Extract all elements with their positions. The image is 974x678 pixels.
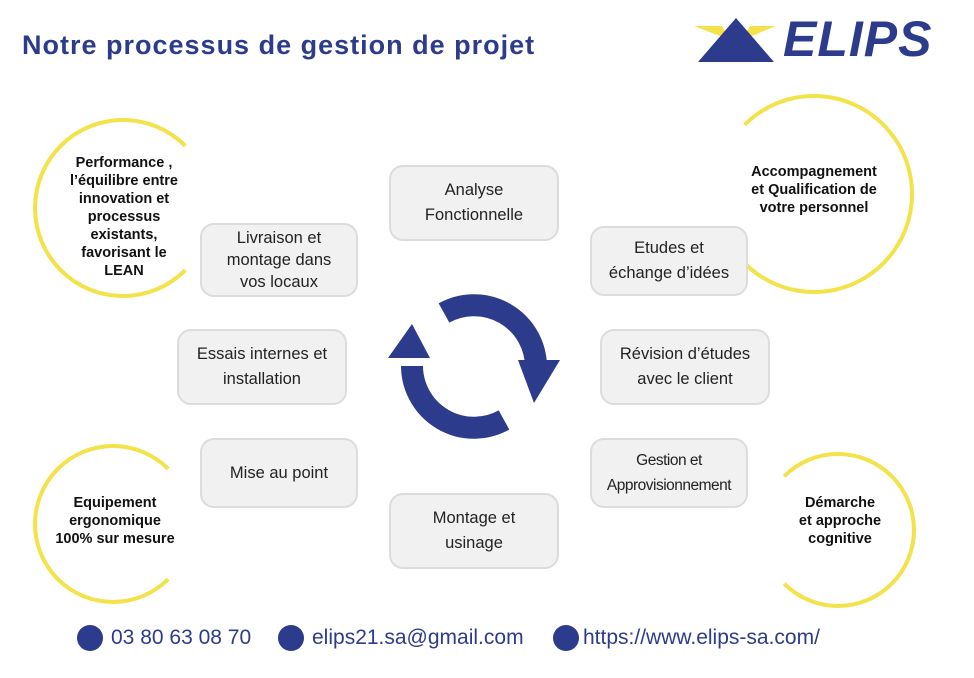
phone-text: 03 80 63 08 70 (111, 626, 252, 649)
step-montage: Montage et usinage (389, 493, 559, 569)
website-text: https://www.elips-sa.com/ (583, 626, 820, 649)
elips-logo-icon (694, 18, 776, 62)
note-circle-top-right (714, 94, 914, 294)
note-circle-bottom-left (33, 444, 193, 604)
phone-icon (77, 625, 103, 651)
page-title: Notre processus de gestion de projet (22, 30, 536, 60)
step-essais: Essais internes et installation (177, 329, 347, 405)
step-etudes: Etudes et échange d’idées (590, 226, 748, 296)
cycle-arrows-icon (388, 294, 560, 439)
step-mise-au-point: Mise au point (200, 438, 358, 508)
step-analyse: Analyse Fonctionnelle (389, 165, 559, 241)
globe-icon (553, 625, 579, 651)
logo-text: ELIPS (783, 11, 933, 67)
step-livraison: Livraison et montage dans vos locaux (200, 223, 358, 297)
email-icon (278, 625, 304, 651)
note-accompagnement: Accompagnement et Qualification de votre… (751, 164, 877, 216)
note-performance: Performance , l’équilibre entre innovati… (70, 155, 178, 279)
footer-phone[interactable]: 03 80 63 08 70 (77, 625, 251, 651)
footer-website[interactable]: https://www.elips-sa.com/ (553, 625, 820, 651)
step-gestion: Gestion et Approvisionnement (590, 438, 748, 508)
note-circle-bottom-right (760, 452, 916, 608)
note-demarche: Démarche et approche cognitive (798, 495, 882, 547)
email-text: elips21.sa@gmail.com (312, 626, 524, 649)
step-revision: Révision d’études avec le client (600, 329, 770, 405)
footer-email[interactable]: elips21.sa@gmail.com (278, 625, 524, 651)
note-equipement: Equipement ergonomique 100% sur mesure (55, 495, 175, 547)
note-circle-top-left (33, 118, 213, 298)
